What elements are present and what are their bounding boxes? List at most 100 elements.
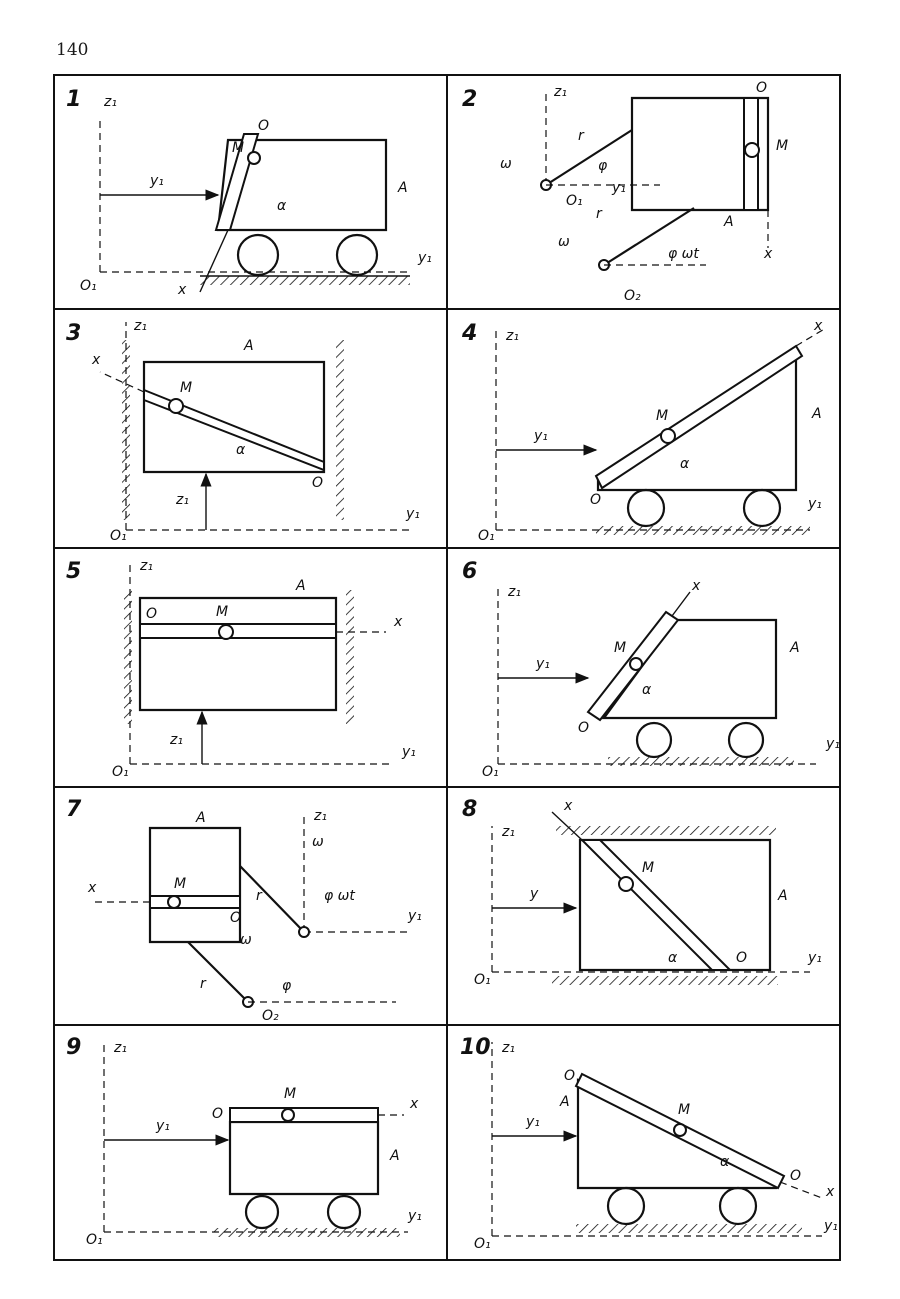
panel-4-axis-y: y₁ bbox=[807, 496, 822, 512]
panel-1-wheel-left bbox=[236, 233, 280, 277]
panel-1-point-label: M bbox=[232, 140, 244, 156]
panel-3-point-label: M bbox=[180, 380, 192, 396]
panel-1-cart-body bbox=[216, 138, 388, 232]
panel-5-axis-x: x bbox=[393, 614, 403, 630]
panel-3-body bbox=[142, 360, 326, 474]
panel-9-offset: y₁ bbox=[155, 1118, 170, 1134]
panel-6-axis-z: z₁ bbox=[507, 584, 521, 600]
panel-2-point-m bbox=[744, 142, 760, 158]
panel-3: 3 z₁ O₁ y₁ M O α A x z₁ bbox=[66, 318, 420, 544]
panel-6-point-label: M bbox=[614, 640, 626, 656]
panel-1: 1 z₁ O₁ y₁ y₁ M O α A x bbox=[66, 87, 432, 298]
panel-10-end-label-2: O bbox=[790, 1168, 801, 1184]
panel-7-crank-2 bbox=[187, 941, 249, 1003]
panel-7-phi-2: φ ωt bbox=[324, 888, 355, 904]
panel-7-number: 7 bbox=[66, 797, 82, 822]
panel-2: 2 z₁ M O A x O₁ O₂ r r ω ω φ φ ωt y₁ bbox=[462, 80, 788, 304]
panel-4-slider-rail bbox=[594, 344, 804, 490]
panel-2-axis-x: x bbox=[763, 246, 773, 262]
panel-6-offset: y₁ bbox=[535, 656, 550, 672]
panel-2-crank-2 bbox=[603, 207, 695, 266]
panel-2-radius-2: r bbox=[596, 206, 603, 222]
panel-3-offset: z₁ bbox=[175, 492, 189, 508]
panel-10-end-label: O bbox=[564, 1068, 575, 1084]
panel-10-body-label: A bbox=[559, 1094, 570, 1110]
panel-2-crank-1 bbox=[545, 129, 633, 186]
panel-3-number: 3 bbox=[66, 321, 81, 346]
panel-7-end-label: O bbox=[230, 910, 241, 926]
panel-3-axis-z: z₁ bbox=[133, 318, 147, 334]
panel-grid bbox=[53, 74, 841, 1261]
panel-3-wall-right bbox=[336, 340, 344, 520]
panel-10-axis-x: x bbox=[825, 1184, 835, 1200]
panel-8-point-m bbox=[618, 876, 634, 892]
panel-3-slider-rail bbox=[143, 388, 325, 472]
panel-7-phi: φ bbox=[282, 978, 292, 994]
panel-8-slider-rail bbox=[579, 839, 733, 971]
panel-2-origin-2: O₂ bbox=[624, 288, 641, 304]
panel-5-slider-rail bbox=[139, 623, 337, 639]
panel-2-point-label: M bbox=[776, 138, 788, 154]
panel-3-point-m bbox=[168, 398, 184, 414]
panel-6-wheel-left bbox=[635, 721, 673, 759]
panel-2-omega-2: ω bbox=[558, 234, 570, 250]
panel-2-number: 2 bbox=[462, 87, 477, 112]
panel-10-offset: y₁ bbox=[525, 1114, 540, 1130]
panel-8-axis-z: z₁ bbox=[501, 824, 515, 840]
panel-5-body bbox=[138, 596, 338, 712]
panel-5-wall-right bbox=[346, 590, 354, 724]
panel-4-wheel-left bbox=[626, 488, 666, 528]
panel-10-point-label: M bbox=[678, 1102, 690, 1118]
panel-6-axis-y: y₁ bbox=[825, 736, 840, 752]
panel-3-end-label: O bbox=[312, 475, 323, 491]
panel-4-axis-z: z₁ bbox=[505, 328, 519, 344]
panel-9-body bbox=[228, 1120, 380, 1196]
panel-9: 9 z₁ O₁ y₁ y₁ M O A x bbox=[66, 1035, 422, 1248]
panel-8-point-label: M bbox=[642, 860, 654, 876]
panel-10-origin: O₁ bbox=[474, 1236, 491, 1252]
panel-1-origin: O₁ bbox=[80, 278, 97, 294]
panel-4-origin: O₁ bbox=[478, 528, 495, 544]
panel-2-body-label: A bbox=[723, 214, 734, 230]
panel-9-wheel-left bbox=[244, 1194, 280, 1230]
panel-10-wheel-right bbox=[718, 1186, 758, 1226]
panel-4: 4 z₁ O₁ y₁ y₁ M O α A x bbox=[461, 318, 827, 544]
panel-3-angle: α bbox=[236, 442, 246, 458]
panel-10-axis-z: z₁ bbox=[501, 1040, 515, 1056]
panel-4-ground bbox=[596, 526, 810, 535]
panel-4-angle: α bbox=[680, 456, 690, 472]
panel-10-x-axis bbox=[779, 1181, 823, 1199]
panel-9-axis-x: x bbox=[409, 1096, 419, 1112]
panel-4-end-label: O bbox=[590, 492, 601, 508]
panel-5-end-label: O bbox=[146, 606, 157, 622]
panel-8: 8 z₁ O₁ y₁ M O α A y x bbox=[462, 797, 822, 988]
panel-9-axis-y: y₁ bbox=[407, 1208, 422, 1224]
panel-4-wheel-right bbox=[742, 488, 782, 528]
panel-2-omega: ω bbox=[500, 156, 512, 172]
panel-7-body bbox=[148, 826, 242, 944]
panel-1-axis-z: z₁ bbox=[103, 94, 117, 110]
panel-4-point-label: M bbox=[656, 408, 668, 424]
panel-7-radius-2: r bbox=[200, 976, 207, 992]
panel-2-origin-1: O₁ bbox=[566, 193, 583, 209]
panel-3-wall-left bbox=[122, 340, 130, 520]
panel-4-axis-x: x bbox=[813, 318, 823, 334]
panel-2-radius: r bbox=[578, 128, 585, 144]
panel-8-offset: y bbox=[529, 886, 539, 902]
panel-7-point-m bbox=[167, 895, 181, 909]
panel-3-origin: O₁ bbox=[110, 528, 127, 544]
panel-5-origin: O₁ bbox=[112, 764, 129, 780]
panel-6-angle: α bbox=[642, 682, 652, 698]
panel-7-crank-1 bbox=[239, 865, 305, 933]
panel-9-axis-z: z₁ bbox=[113, 1040, 127, 1056]
panel-8-body-label: A bbox=[777, 888, 788, 904]
panel-9-point-label: M bbox=[284, 1086, 296, 1102]
panel-10: 10 z₁ O₁ y₁ y₁ M O O α A x bbox=[460, 1035, 838, 1252]
panel-6-wheel-right bbox=[727, 721, 765, 759]
panel-7-axis-y: y₁ bbox=[407, 908, 422, 924]
panel-1-axis-y: y₁ bbox=[417, 250, 432, 266]
panel-9-origin: O₁ bbox=[86, 1232, 103, 1248]
panel-8-body bbox=[578, 838, 772, 972]
panel-8-axis-x: x bbox=[563, 798, 573, 814]
panel-8-ground bbox=[552, 976, 778, 985]
